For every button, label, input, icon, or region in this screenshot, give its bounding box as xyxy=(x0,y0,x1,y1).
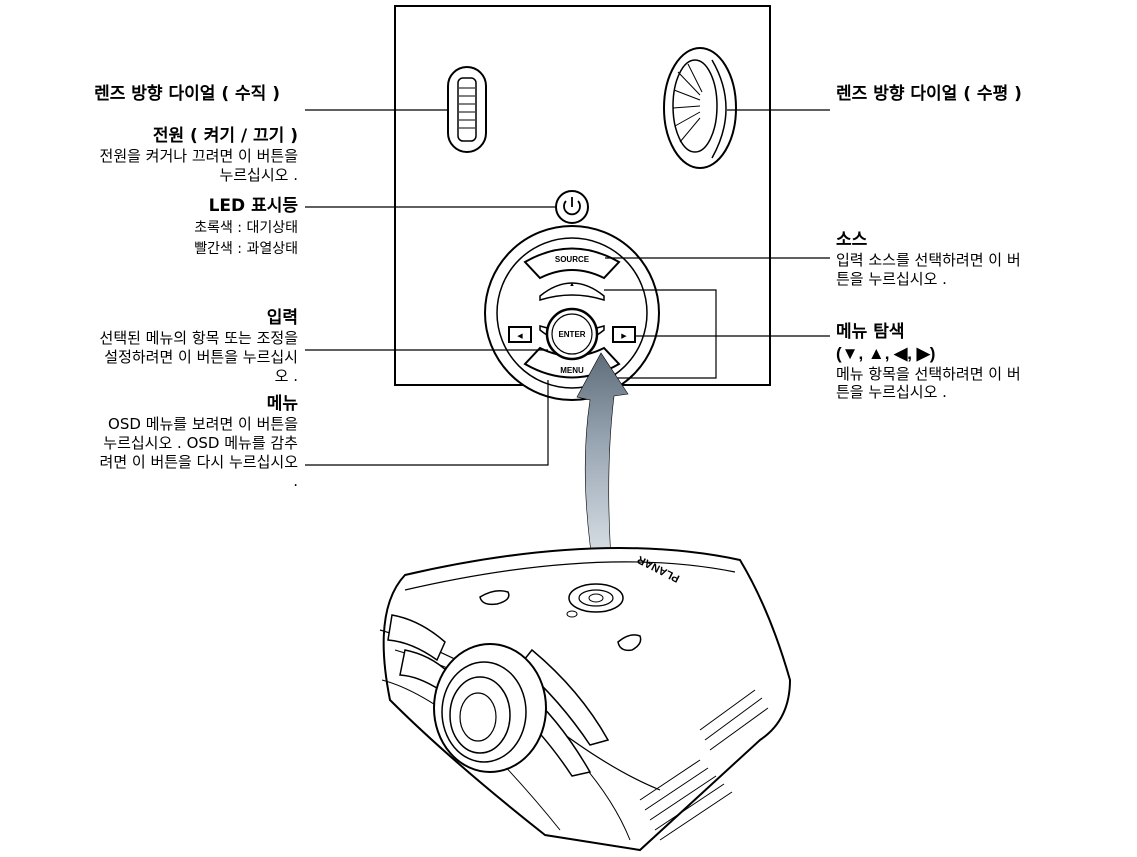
power-title: 전원 ( 켜기 / 끄기 ) xyxy=(152,126,298,146)
source-desc-1: 입력 소스를 선택하려면 이 버 xyxy=(836,251,1021,270)
nav-callout: 메뉴 탐색 (▼, ▲, ◀, ▶) 메뉴 항목을 선택하려면 이 버 튼을 누… xyxy=(836,322,1021,402)
menu-desc-4: . xyxy=(293,471,298,490)
power-desc-1: 전원을 켜거나 끄려면 이 버튼을 xyxy=(99,147,298,166)
enter-callout: 입력 선택된 메뉴의 항목 또는 조정을 설정하려면 이 버튼을 누르십시 오 … xyxy=(100,308,298,386)
source-desc-2: 튼을 누르십시오 . xyxy=(836,270,947,288)
source-button-shape[interactable] xyxy=(523,247,621,280)
enter-desc-3: 오 . xyxy=(274,366,298,385)
menu-desc-2: 누르십시오 . OSD 메뉴를 감추 xyxy=(103,434,298,452)
power-button[interactable] xyxy=(555,190,589,224)
menu-desc-3: 려면 이 버튼을 다시 누르십시오 xyxy=(99,452,298,471)
nav-desc-1: 메뉴 항목을 선택하려면 이 버 xyxy=(836,364,1021,383)
projector-illustration xyxy=(379,547,792,852)
menu-title: 메뉴 xyxy=(266,394,298,414)
pointer-arrow xyxy=(576,352,629,586)
lens-horizontal-label: 렌즈 방향 다이얼 ( 수평 ) xyxy=(836,84,1022,104)
right-button-shape[interactable] xyxy=(612,326,636,343)
nav-title: 메뉴 탐색 xyxy=(836,322,905,342)
menu-desc-1: OSD 메뉴를 보려면 이 버튼을 xyxy=(108,415,298,434)
led-title: LED 표시등 xyxy=(208,196,298,216)
leader-lines xyxy=(305,109,830,466)
enter-title: 입력 xyxy=(266,308,298,328)
enter-desc-2: 설정하려면 이 버튼을 누르십시 xyxy=(104,348,298,366)
panel-menu-label: MENU xyxy=(560,366,584,375)
svg-text:▲: ▲ xyxy=(569,282,575,288)
power-desc-2: 누르십시오 . xyxy=(219,166,298,184)
left-button-shape[interactable] xyxy=(508,326,532,343)
nav-arrows: (▼, ▲, ◀, ▶) xyxy=(836,344,936,364)
nav-pad: ▲ ▼ ◀ ▶ xyxy=(484,225,660,401)
led-red: 빨간색 : 과열상태 xyxy=(194,240,298,257)
source-title: 소스 xyxy=(836,230,868,250)
lens-dial-horizontal xyxy=(663,47,737,169)
nav-desc-2: 튼을 누르십시오 . xyxy=(836,383,947,402)
led-green: 초록색 : 대기상태 xyxy=(194,220,298,237)
led-callout: LED 표시등 초록색 : 대기상태 빨간색 : 과열상태 xyxy=(194,196,298,258)
panel-source-label: SOURCE xyxy=(555,255,590,264)
up-button-shape[interactable] xyxy=(539,282,605,302)
lens-vertical-label: 렌즈 방향 다이얼 ( 수직 ) xyxy=(94,84,280,104)
enter-desc-1: 선택된 메뉴의 항목 또는 조정을 xyxy=(99,329,298,348)
lens-dial-vertical xyxy=(447,66,487,153)
power-callout: 전원 ( 켜기 / 끄기 ) 전원을 켜거나 끄려면 이 버튼을 누르십시오 . xyxy=(100,126,298,185)
svg-text:◀: ◀ xyxy=(517,333,523,340)
svg-text:▶: ▶ xyxy=(621,333,627,340)
enter-button-shape[interactable] xyxy=(545,307,599,361)
menu-callout: 메뉴 OSD 메뉴를 보려면 이 버튼을 누르십시오 . OSD 메뉴를 감추 … xyxy=(100,394,298,490)
panel-enter-label: ENTER xyxy=(558,330,585,339)
source-callout: 소스 입력 소스를 선택하려면 이 버 튼을 누르십시오 . xyxy=(836,230,1021,289)
